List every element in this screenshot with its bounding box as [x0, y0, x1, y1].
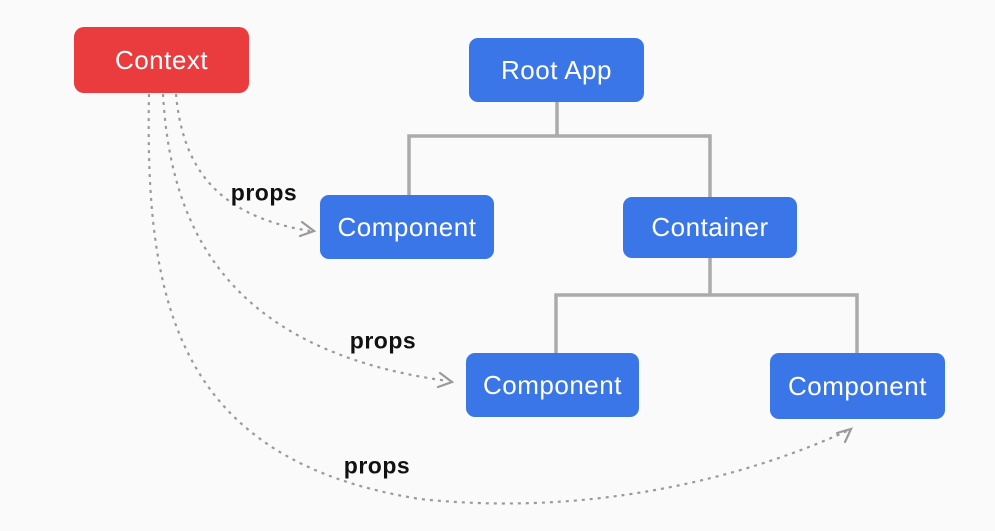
- arrowhead-component-bottom-left: [436, 371, 455, 389]
- node-root-app-label: Root App: [501, 54, 612, 85]
- props-curve-to-component-bottom-left: [161, 93, 449, 383]
- props-curve-to-component-top: [174, 93, 311, 233]
- props-label-bottom-right: props: [343, 452, 411, 479]
- node-context-label: Context: [114, 44, 209, 75]
- props-curve-to-component-bottom-right: [147, 93, 850, 505]
- node-component-bottom-left-label: Component: [483, 369, 622, 400]
- props-label-bottom-left: props: [349, 327, 417, 354]
- arrowhead-component-top: [298, 220, 317, 238]
- node-component-top-label: Component: [337, 211, 477, 242]
- arrowhead-component-bottom-right: [835, 427, 854, 444]
- node-container: Container: [623, 197, 797, 258]
- node-component-top: Component: [320, 195, 494, 259]
- node-context: Context: [74, 27, 249, 93]
- node-component-bottom-right: Component: [770, 353, 945, 419]
- node-component-bottom-left: Component: [466, 353, 639, 417]
- tree-edge-container-children: [554, 293, 859, 355]
- tree-edge-rootapp-children: [407, 134, 712, 198]
- node-component-bottom-right-label: Component: [788, 370, 927, 401]
- node-root-app: Root App: [469, 38, 644, 102]
- props-label-top: props: [230, 179, 298, 206]
- node-container-label: Container: [651, 212, 769, 242]
